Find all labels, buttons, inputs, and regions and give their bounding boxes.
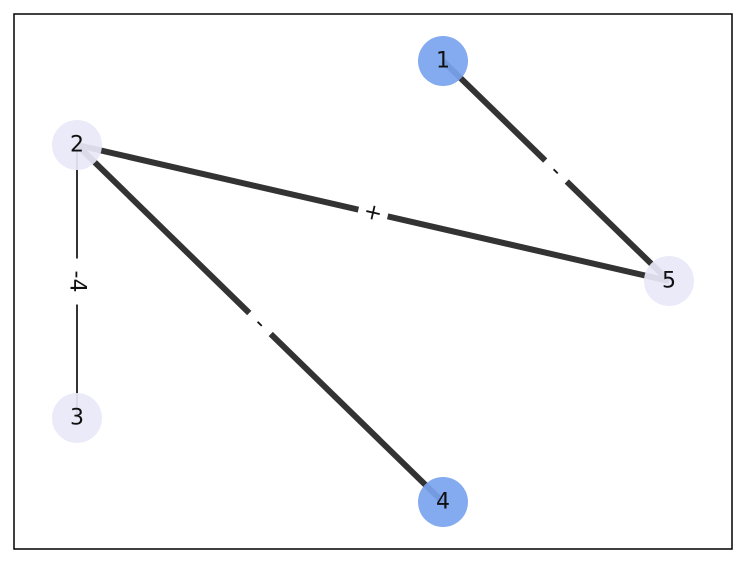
edge-label-bg-2-5 <box>355 195 391 231</box>
node-1[interactable] <box>418 36 468 86</box>
node-label-2: 2 <box>70 133 84 158</box>
node-label-5: 5 <box>662 269 676 294</box>
node-5[interactable] <box>644 256 694 306</box>
node-label-4: 4 <box>436 490 450 515</box>
node-3[interactable] <box>52 393 102 443</box>
edge-label-bg-2-4 <box>238 302 282 345</box>
node-label-3: 3 <box>70 406 84 431</box>
node-label-1: 1 <box>436 49 450 74</box>
node-4[interactable] <box>418 477 468 527</box>
edge-label-bg-1-5 <box>534 149 578 193</box>
edges-layer: +---4 <box>62 58 672 505</box>
edge-label-2-5: + <box>361 199 385 227</box>
edge-label-2-3: -4 <box>65 271 90 293</box>
plot-frame <box>13 13 733 550</box>
nodes-layer: 1 2 3 4 5 <box>52 36 694 527</box>
edge-label-bg-2-3 <box>62 258 92 305</box>
node-2[interactable] <box>52 120 102 170</box>
